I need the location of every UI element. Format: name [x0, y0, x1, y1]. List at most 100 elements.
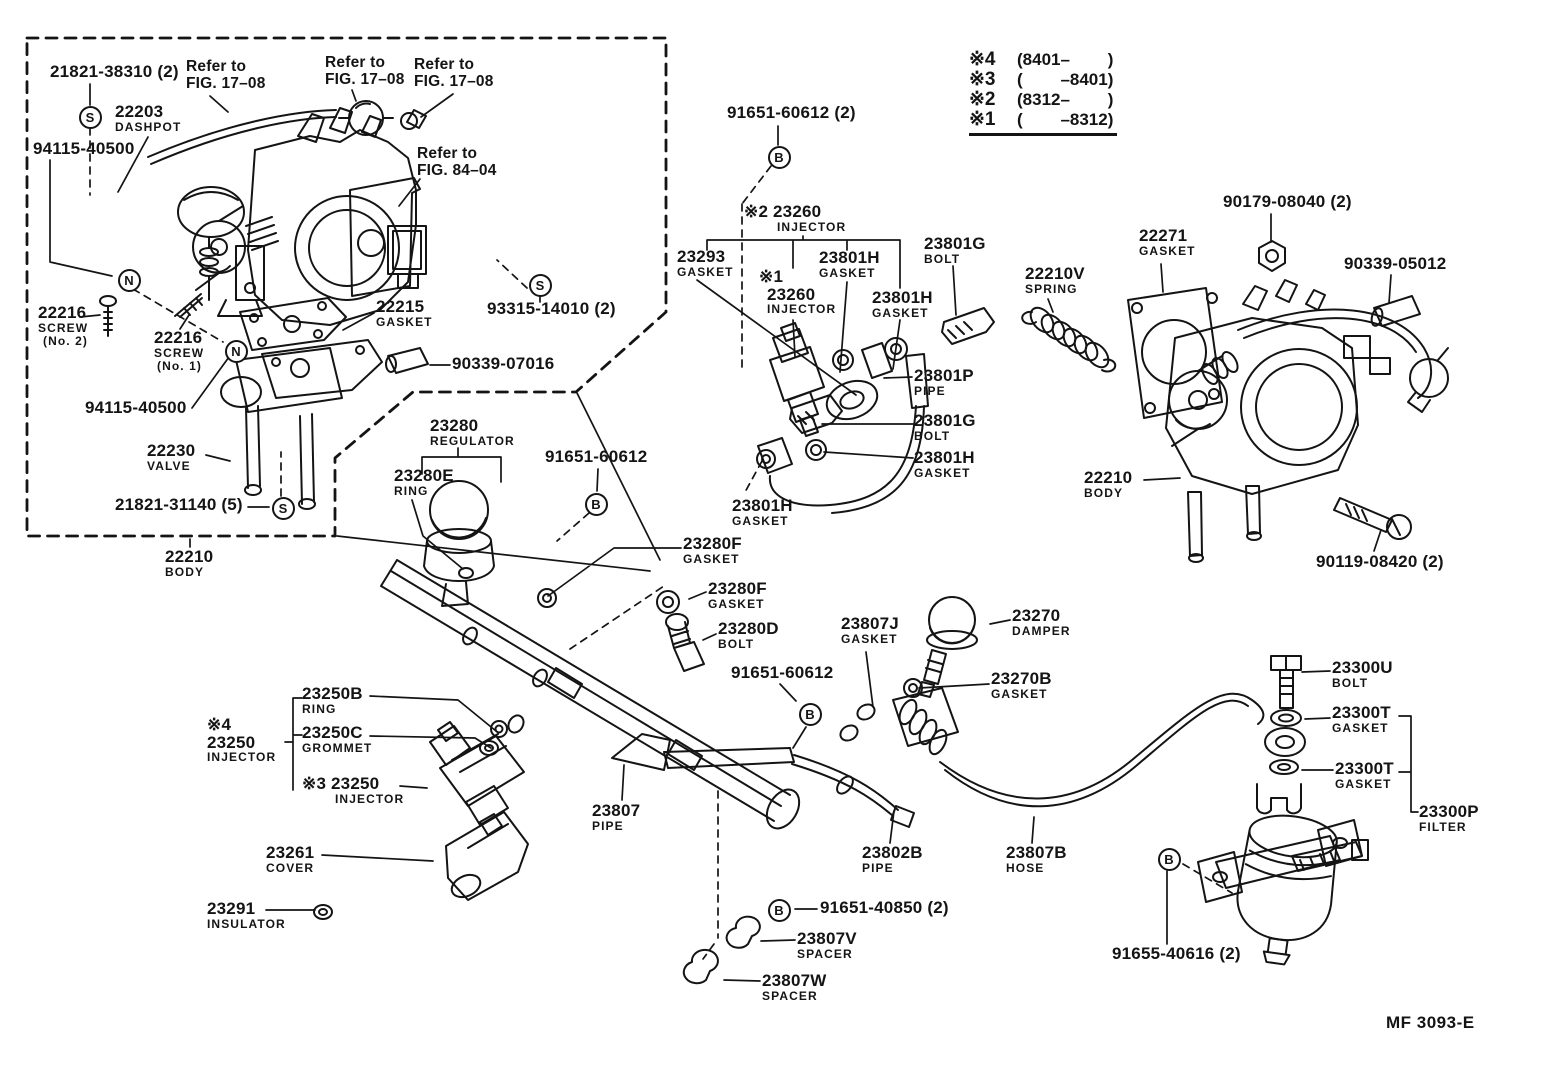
label-22203-dashpot-line-0: 22203 — [115, 102, 164, 121]
label-90339-05012: 90339-05012 — [1344, 255, 1446, 273]
label-23250c-grommet-line-1: GROMMET — [302, 740, 373, 755]
label-21821-38310: 21821-38310 (2) — [50, 63, 179, 81]
label-91651-60612-b-line-0: 91651-60612 — [731, 663, 834, 682]
fuel-hose — [939, 692, 1265, 808]
label-23250b-ring-line-0: 23250B — [302, 684, 363, 703]
label-90119-08420-line-0: 90119-08420 (2) — [1316, 552, 1444, 571]
dashed-box — [25, 36, 668, 538]
label-23250-x3-line-1: INJECTOR — [335, 791, 405, 806]
label-refer-fig-17-08-b-line-1: FIG. 17–08 — [325, 71, 405, 89]
label-23280d-bolt-line-0: 23280D — [718, 619, 779, 638]
label-23801g-b-line-0: 23801G — [914, 411, 976, 430]
marker-s-1: S — [78, 105, 102, 129]
label-23280-regulator-line-0: 23280 — [430, 416, 479, 435]
label-23807j-gasket-line-0: 23807J — [841, 614, 899, 633]
label-23250b-ring-line-1: RING — [302, 701, 337, 716]
label-91651-60612-a: 91651-60612 — [545, 448, 647, 466]
legend-row-mark-3: ※3( –8401) — [969, 70, 1113, 90]
label-23801h-a-line-0: 23801H — [819, 248, 880, 267]
fuel-filter — [1197, 655, 1369, 966]
label-23250-x4-line-1: 23250 — [207, 732, 256, 752]
label-23807b-hose-line-1: HOSE — [1006, 860, 1045, 875]
label-22230-valve-line-0: 22230 — [147, 441, 196, 460]
label-23807-pipe-line-1: PIPE — [592, 818, 624, 833]
label-94115-40500-b-line-0: 94115-40500 — [85, 398, 187, 417]
label-23300t-a-line-0: 23300T — [1332, 703, 1391, 722]
label-23300p-filter-line-0: 23300P — [1419, 802, 1479, 821]
label-23260-x2-line-1: INJECTOR — [777, 219, 847, 234]
marker-s-3: S — [528, 273, 552, 297]
label-23300t-b-line-1: GASKET — [1335, 776, 1392, 791]
label-23801g-a-line-0: 23801G — [924, 234, 986, 253]
figure-code: MF 3093-E — [1386, 1013, 1475, 1032]
label-23261-cover-line-1: COVER — [266, 860, 315, 875]
marker-b-5: B — [1157, 847, 1181, 871]
label-23801h-d-line-1: GASKET — [732, 513, 789, 528]
label-22210-body-right-line-0: 22210 — [1084, 468, 1133, 487]
label-90179-08040-line-0: 90179-08040 (2) — [1223, 192, 1352, 211]
label-91651-60612-top: 91651-60612 (2) — [727, 104, 856, 122]
label-23802b-pipe-line-0: 23802B — [862, 843, 923, 862]
label-23280e-ring-line-0: 23280E — [394, 466, 454, 485]
label-22203-dashpot-line-1: DASHPOT — [115, 119, 182, 134]
label-23280f-a-line-1: GASKET — [683, 551, 740, 566]
legend-range: ( –8312) — [1017, 110, 1114, 129]
label-23280e-ring-line-1: RING — [394, 483, 429, 498]
label-23250c-grommet-line-0: 23250C — [302, 723, 363, 742]
legend-symbol: ※2 — [969, 89, 996, 110]
label-23801p-pipe-line-0: 23801P — [914, 366, 974, 385]
marker-n-1: N — [117, 268, 141, 292]
label-23801p-pipe-line-1: PIPE — [914, 383, 946, 398]
label-23280f-a-line-0: 23280F — [683, 534, 742, 553]
legend-symbol: ※3 — [969, 69, 996, 90]
label-22230-valve-line-1: VALVE — [147, 458, 191, 473]
label-23807b-hose-line-0: 23807B — [1006, 843, 1067, 862]
label-22215-gasket-line-1: GASKET — [376, 314, 433, 329]
label-23291-insulator-line-0: 23291 — [207, 899, 256, 918]
label-23260-x1-line-1: 23260 — [767, 284, 816, 304]
label-94115-40500-b: 94115-40500 — [85, 399, 186, 417]
label-23802b-pipe-line-1: PIPE — [862, 860, 894, 875]
legend-range: (8401– ) — [1017, 50, 1114, 69]
label-23260-x1-line-0: ※1 — [759, 267, 784, 286]
label-93315-14010: 93315-14010 (2) — [487, 300, 616, 318]
label-22210-body-left-line-1: BODY — [165, 564, 205, 579]
return-pipe — [611, 733, 915, 985]
production-range-legend: ※4(8401– )※3( –8401)※2(8312– )※1( –8312) — [969, 50, 1118, 136]
label-23807v-spacer-line-0: 23807V — [797, 929, 857, 948]
label-91651-40850: 91651-40850 (2) — [820, 899, 949, 917]
label-91651-40850-line-0: 91651-40850 (2) — [820, 898, 949, 917]
throttle-body-right — [1021, 240, 1449, 563]
label-22216-no1-line-0: 22216 — [154, 328, 203, 347]
label-91655-40616-line-0: 91655-40616 (2) — [1112, 944, 1241, 963]
label-22210-body-left-line-0: 22210 — [165, 547, 214, 566]
label-23807w-spacer-line-0: 23807W — [762, 971, 827, 990]
label-21821-31140-line-0: 21821-31140 (5) — [115, 495, 243, 514]
part-drawings — [99, 100, 1449, 985]
